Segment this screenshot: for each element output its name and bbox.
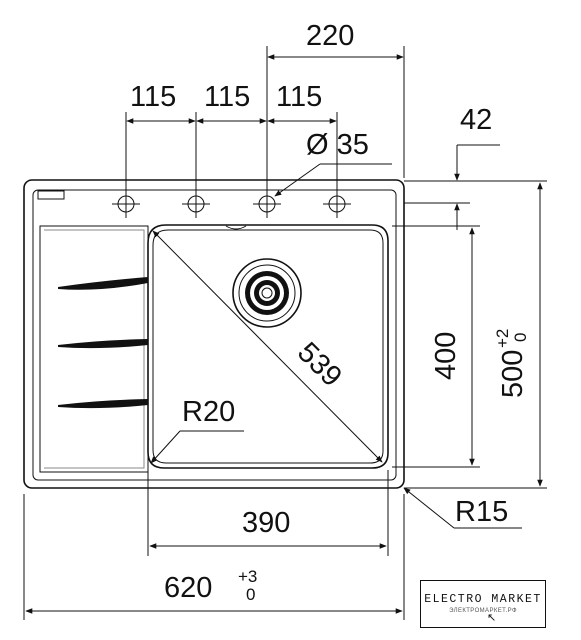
logo-subtitle: ЭЛЕКТРОМАРКЕТ.РФ bbox=[449, 608, 517, 614]
dim-500-label-group: 500 +2 0 bbox=[493, 329, 530, 398]
cursor-arrow-icon: ↖ bbox=[487, 611, 497, 624]
r15-leader bbox=[403, 487, 455, 529]
bowl-diagonal-line bbox=[152, 230, 383, 463]
dim-115-label-2: 115 bbox=[204, 81, 250, 113]
dim-400-label: 400 bbox=[430, 332, 462, 380]
dim-620-label: 620 bbox=[164, 572, 212, 604]
sink-outline bbox=[23, 179, 405, 489]
dim-220-label: 220 bbox=[306, 20, 354, 52]
drain-strainer-icon bbox=[232, 258, 302, 328]
dim-620-tol-upper: +3 bbox=[238, 567, 257, 586]
dimension-lines-right bbox=[392, 144, 547, 489]
drainer-ribs bbox=[58, 277, 148, 409]
logo-title: ELECTRO MARKET bbox=[424, 593, 542, 606]
dimension-lines-bottom bbox=[23, 470, 405, 620]
dim-500-tol-upper: +2 bbox=[493, 329, 512, 348]
dim-539-label: 539 bbox=[291, 336, 348, 393]
dim-500-label: 500 bbox=[497, 350, 529, 398]
rim-offset-label: 42 bbox=[460, 104, 492, 136]
hole-diameter-label: Ø 35 bbox=[306, 129, 369, 161]
dim-115-label-3: 115 bbox=[276, 81, 322, 113]
dim-620-tol-lower: 0 bbox=[246, 585, 255, 604]
electro-market-logo[interactable]: ELECTRO MARKET ЭЛЕКТРОМАРКЕТ.РФ ↖ bbox=[420, 580, 546, 628]
tap-holes bbox=[112, 190, 351, 218]
dimension-lines-top bbox=[125, 46, 405, 197]
dim-500-tol-lower: 0 bbox=[511, 333, 530, 342]
outer-radius-label: R15 bbox=[455, 496, 508, 528]
dim-115-label-1: 115 bbox=[130, 81, 176, 113]
brand-plate bbox=[37, 190, 65, 200]
inner-radius-label: R20 bbox=[182, 396, 235, 428]
dim-390-label: 390 bbox=[242, 507, 290, 539]
